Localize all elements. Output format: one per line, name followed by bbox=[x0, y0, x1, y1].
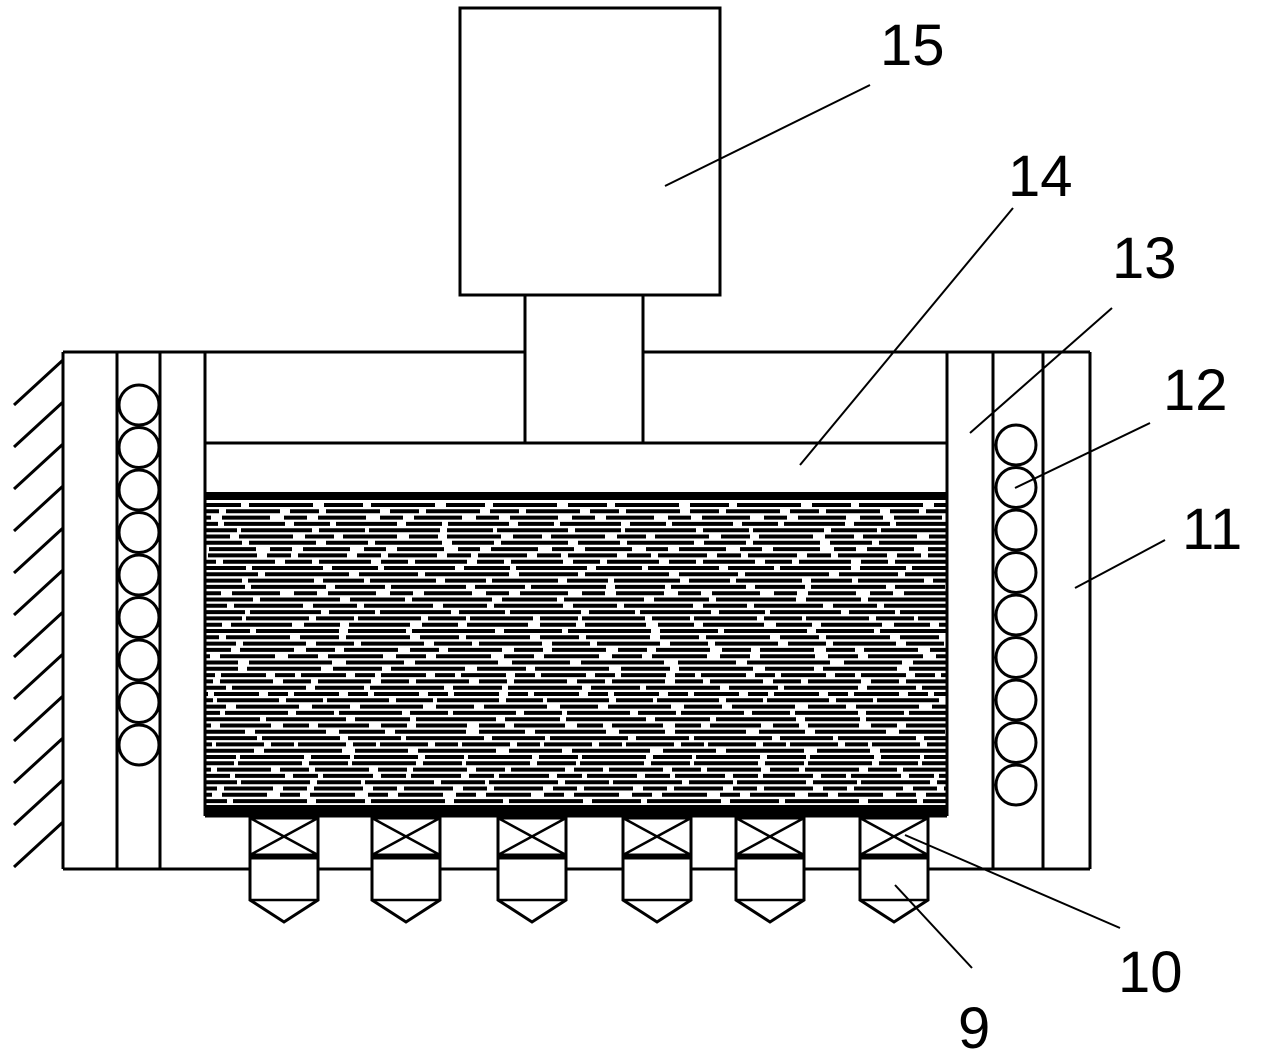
heating-coils-right bbox=[994, 423, 1038, 807]
label-14: 14 bbox=[1008, 144, 1073, 209]
coil-circle bbox=[117, 638, 161, 682]
leader-lines bbox=[664, 84, 1166, 969]
nozzle bbox=[370, 816, 442, 924]
heating-coils-left bbox=[117, 383, 161, 767]
nozzle bbox=[858, 816, 930, 924]
hatch-line bbox=[12, 400, 65, 449]
hatch-line bbox=[12, 694, 65, 743]
valve-cross bbox=[859, 816, 929, 857]
valve-cross bbox=[249, 816, 319, 857]
hatch-line bbox=[12, 442, 65, 491]
nozzle-body bbox=[858, 856, 930, 924]
hatch-line bbox=[12, 820, 65, 869]
coil-circle bbox=[117, 553, 161, 597]
nozzle bbox=[621, 816, 693, 924]
label-10: 10 bbox=[1118, 940, 1183, 1005]
coil-circle bbox=[994, 678, 1038, 722]
nozzle-body bbox=[370, 856, 442, 924]
coil-circle bbox=[994, 721, 1038, 764]
coil-circle bbox=[117, 723, 161, 767]
valve-cross bbox=[735, 816, 805, 857]
coil-circle bbox=[117, 426, 161, 469]
nozzle-body bbox=[734, 856, 806, 924]
wall-hatching bbox=[12, 358, 65, 869]
coil-circle bbox=[994, 636, 1038, 679]
coil-circle bbox=[117, 681, 161, 724]
valve-cross bbox=[497, 816, 567, 857]
hatch-line bbox=[12, 778, 65, 827]
label-9: 9 bbox=[958, 996, 990, 1057]
coil-circle bbox=[994, 551, 1038, 594]
nozzle bbox=[248, 816, 320, 924]
hatch-line bbox=[12, 652, 65, 701]
coil-circle bbox=[117, 596, 161, 639]
hatch-line bbox=[12, 568, 65, 617]
nozzle bbox=[734, 816, 806, 924]
hatch-line bbox=[12, 484, 65, 533]
coil-circle bbox=[994, 466, 1038, 509]
hatch-line bbox=[12, 736, 65, 785]
actuator-box bbox=[458, 6, 722, 297]
label-13: 13 bbox=[1112, 226, 1177, 291]
label-12: 12 bbox=[1163, 358, 1228, 423]
nozzle-body bbox=[496, 856, 568, 924]
hatch-line bbox=[12, 610, 65, 659]
coil-circle bbox=[994, 763, 1038, 807]
coil-circle bbox=[117, 511, 161, 554]
coil-circle bbox=[994, 423, 1038, 467]
nozzle-body bbox=[248, 856, 320, 924]
press-plate bbox=[205, 441, 947, 494]
actuator bbox=[458, 6, 722, 443]
hatch-line bbox=[12, 358, 65, 407]
label-11: 11 bbox=[1182, 497, 1242, 562]
nozzle-row bbox=[248, 816, 930, 924]
material-layers bbox=[205, 494, 947, 816]
coil-circle bbox=[117, 468, 161, 512]
nozzle-body bbox=[621, 856, 693, 924]
hatch-line bbox=[12, 526, 65, 575]
coil-circle bbox=[994, 508, 1038, 552]
coil-circle bbox=[117, 383, 161, 427]
valve-cross bbox=[371, 816, 441, 857]
label-15: 15 bbox=[880, 13, 945, 78]
nozzle bbox=[496, 816, 568, 924]
valve-cross bbox=[622, 816, 692, 857]
coil-circle bbox=[994, 593, 1038, 637]
